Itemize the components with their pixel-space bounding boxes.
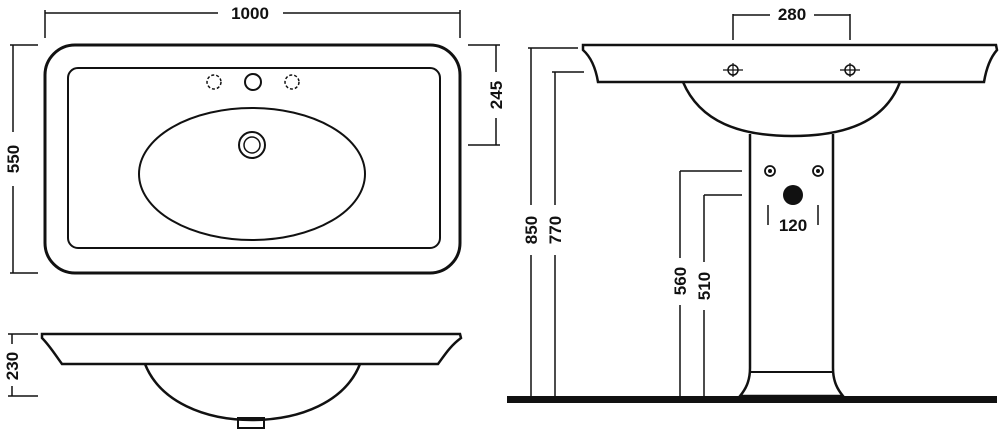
side-rim-height-label: 770	[546, 216, 565, 244]
front-height-dimension: 230	[3, 333, 38, 397]
side-view-fixing-hole-right	[812, 165, 824, 177]
top-tap-offset-label: 245	[487, 81, 506, 109]
side-view-floor	[507, 396, 997, 403]
side-view-bowl	[681, 81, 902, 138]
front-view: 230	[3, 332, 463, 429]
side-tap-spacing-label: 280	[778, 5, 806, 24]
side-view-pedestal	[737, 134, 846, 398]
top-view-left-tap-hole	[206, 74, 222, 90]
side-waste-510-dimension: 510	[695, 194, 742, 396]
front-height-label: 230	[3, 352, 22, 380]
top-view-inner-rim	[67, 67, 441, 249]
top-width-dimension: 1000	[44, 4, 461, 38]
side-waste-510-label: 510	[695, 272, 714, 300]
top-view-basin	[138, 107, 366, 241]
front-view-drain	[237, 417, 265, 429]
side-waste-560-label: 560	[671, 267, 690, 295]
top-width-label: 1000	[231, 4, 269, 23]
top-depth-label: 550	[4, 145, 23, 173]
top-view-right-tap-hole	[284, 74, 300, 90]
top-tap-offset-dimension: 245	[468, 44, 506, 146]
front-view-rim	[40, 332, 463, 366]
side-view: 120 280 850 770 560	[507, 5, 999, 403]
side-waste-560-dimension: 560	[671, 170, 742, 396]
top-depth-dimension: 550	[4, 44, 38, 274]
side-view-fixing-hole-left	[764, 165, 776, 177]
side-total-height-label: 850	[522, 216, 541, 244]
side-view-rim	[581, 43, 999, 84]
side-view-waste-hole	[783, 185, 803, 205]
side-view-left-tap-icon	[723, 63, 743, 77]
side-waste-width-dimension: 120	[767, 205, 819, 235]
front-view-basin	[143, 363, 362, 422]
side-view-right-tap-icon	[840, 63, 860, 77]
side-waste-width-label: 120	[779, 216, 807, 235]
side-tap-spacing-dimension: 280	[732, 5, 851, 40]
top-view: 1000 550 245	[4, 4, 506, 275]
top-view-outer-outline	[43, 43, 462, 275]
side-rim-height-dimension: 770	[546, 71, 584, 396]
top-view-drain-outer	[238, 131, 266, 159]
top-view-drain-inner	[243, 136, 261, 154]
side-total-height-dimension: 850	[522, 47, 578, 396]
top-view-tap-hole	[244, 73, 262, 91]
